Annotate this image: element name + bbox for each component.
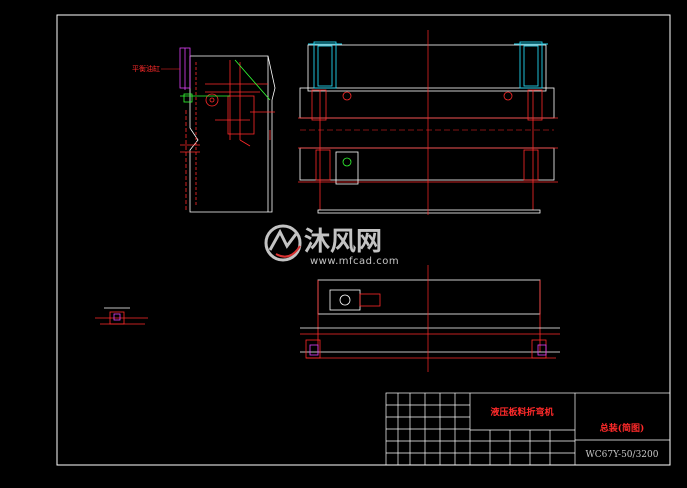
front-view <box>298 30 558 215</box>
watermark: 沐风网 www.mfcad.com <box>264 224 399 267</box>
side-view <box>179 47 276 213</box>
watermark-logo <box>264 224 302 262</box>
drawing-border <box>56 14 671 466</box>
front-view-cylinders <box>308 41 548 89</box>
watermark-url: www.mfcad.com <box>310 256 399 267</box>
detail-view <box>95 307 148 325</box>
side-view-callout: 平衡油缸 <box>132 64 160 73</box>
watermark-brand: 沐风网 <box>304 227 382 257</box>
top-view-cylinders <box>309 344 547 356</box>
title-block <box>385 392 671 466</box>
title-block-drawing-name: 总装(简图) <box>600 422 645 434</box>
top-view <box>300 265 560 372</box>
title-block-drawing-number: WC67Y-50/3200 <box>586 450 659 460</box>
title-block-machine-name: 液压板料折弯机 <box>490 406 553 418</box>
